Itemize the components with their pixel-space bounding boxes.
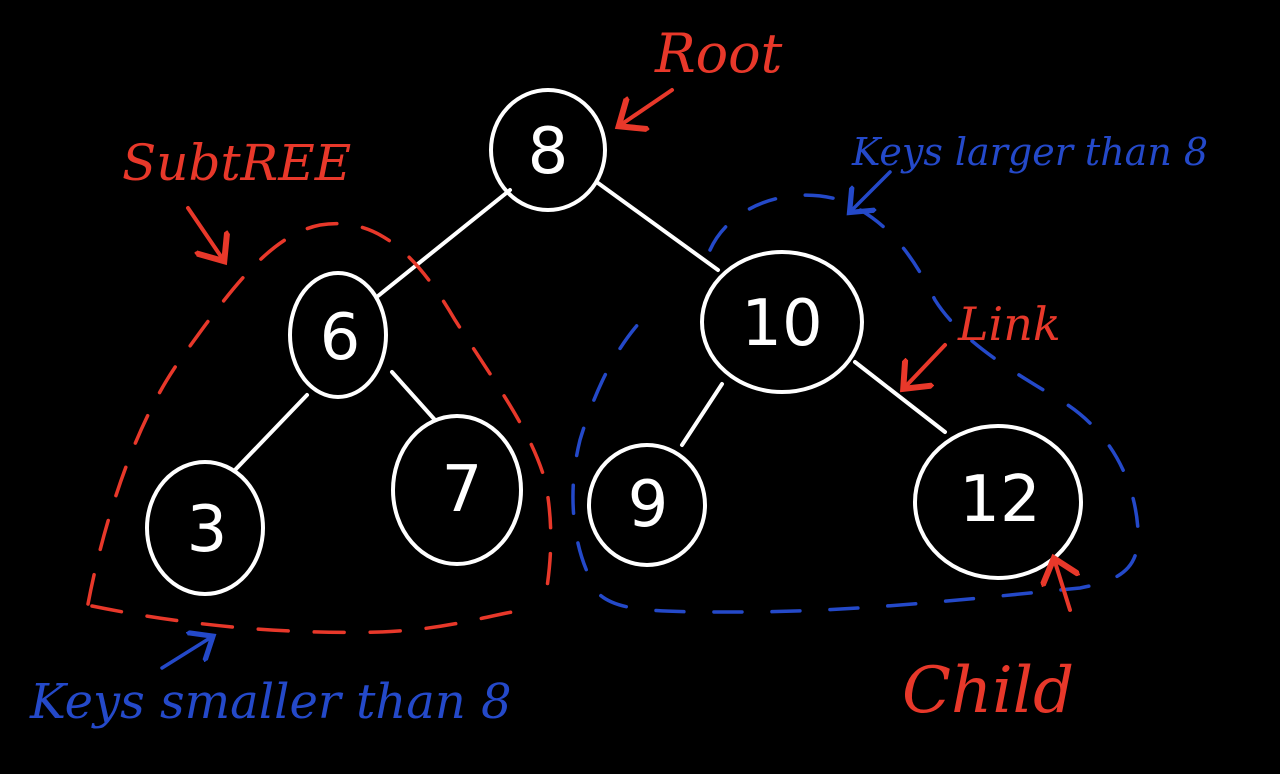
node-3-label: 3 — [187, 493, 228, 567]
keys-larger-annotation: Keys larger than 8 — [851, 130, 1208, 174]
root-annotation: Root — [654, 22, 783, 85]
left-subtree-bottom — [90, 604, 514, 635]
root-arrow — [622, 88, 674, 124]
edge-6-3 — [233, 393, 309, 472]
tree-edges — [233, 181, 947, 472]
node-8-circle — [489, 88, 607, 212]
subtree-annotation: SubtREE — [122, 134, 351, 192]
node-9-circle — [587, 443, 707, 567]
node-12-circle — [913, 424, 1083, 580]
node-7-label: 7 — [442, 453, 483, 527]
left-subtree-outline — [86, 221, 553, 606]
child-annotation: Child — [902, 654, 1074, 728]
node-10-label: 10 — [741, 287, 822, 361]
keys-larger-arrow — [852, 170, 892, 210]
child-arrow — [1055, 562, 1070, 612]
node-9-label: 9 — [628, 468, 669, 542]
subtree-arrow — [186, 206, 222, 258]
edge-8-6 — [376, 188, 512, 298]
node-3-circle — [145, 460, 265, 596]
node-10-circle — [700, 250, 864, 394]
keys-smaller-annotation: Keys smaller than 8 — [29, 674, 512, 730]
link-annotation: Link — [957, 297, 1061, 351]
node-8-label: 8 — [528, 115, 569, 189]
node-6-circle — [288, 271, 388, 399]
edge-10-9 — [680, 382, 724, 447]
edge-6-7 — [390, 370, 437, 422]
edge-8-10 — [596, 181, 720, 272]
keys-smaller-arrow — [160, 638, 210, 670]
node-12-label: 12 — [959, 463, 1040, 537]
edge-10-12 — [853, 360, 947, 434]
node-6-label: 6 — [320, 301, 361, 375]
tree-nodes — [145, 88, 1083, 596]
node-7-circle — [391, 414, 523, 566]
link-arrow — [906, 343, 947, 386]
right-subtree-outline — [571, 193, 1140, 614]
